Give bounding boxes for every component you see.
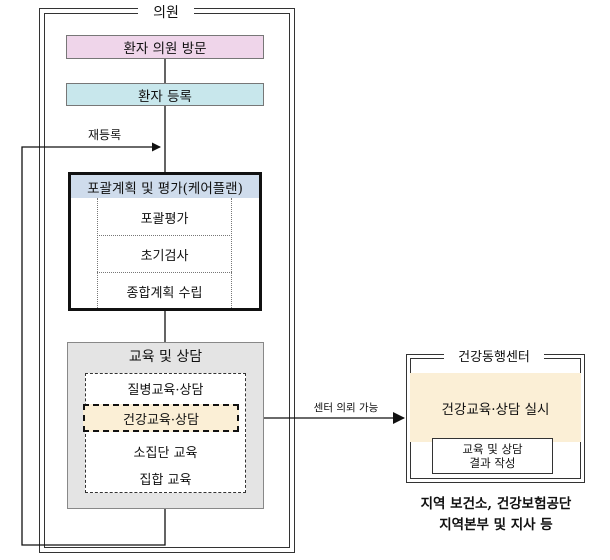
education-item: 집합 교육 (139, 472, 192, 488)
organization-note: 지역 보건소, 건강보험공단 지역본부 및 지사 등 (398, 494, 594, 536)
re-register-label: 재등록 (88, 128, 122, 142)
health-center-main: 건강교육·상담 실시 (410, 373, 581, 442)
result-line-1: 교육 및 상담 (462, 441, 523, 456)
health-center-title: 건강동행센터 (444, 345, 544, 365)
careplan-items-panel (97, 198, 232, 308)
education-items-panel (85, 373, 246, 493)
education-item-highlight: 건강교육·상담 (83, 404, 239, 432)
careplan-divider (97, 272, 232, 273)
re-register-loop (21, 142, 166, 546)
patient-register-box: 환자 등록 (66, 83, 264, 106)
education-title: 교육 및 상담 (128, 349, 203, 365)
careplan-title: 포괄계획 및 평가(케어플랜) (71, 175, 259, 198)
careplan-item: 포괄평가 (140, 211, 189, 227)
result-line-2: 결과 작성 (469, 456, 516, 470)
careplan-item: 초기검사 (140, 248, 189, 264)
education-item: 질병교육·상담 (127, 382, 204, 398)
result-writing-box: 교육 및 상담 결과 작성 (432, 438, 553, 474)
organization-note-line-1: 지역 보건소, 건강보험공단 (420, 496, 572, 512)
clinic-label: 의원 (138, 2, 194, 22)
patient-visit-box: 환자 의원 방문 (66, 35, 264, 59)
education-item: 소집단 교육 (133, 445, 198, 461)
careplan-item: 종합계획 수립 (126, 285, 203, 301)
organization-note-line-2: 지역본부 및 지사 등 (439, 516, 553, 533)
referral-label: 센터 의뢰 가능 (313, 401, 379, 414)
careplan-divider (97, 235, 232, 236)
